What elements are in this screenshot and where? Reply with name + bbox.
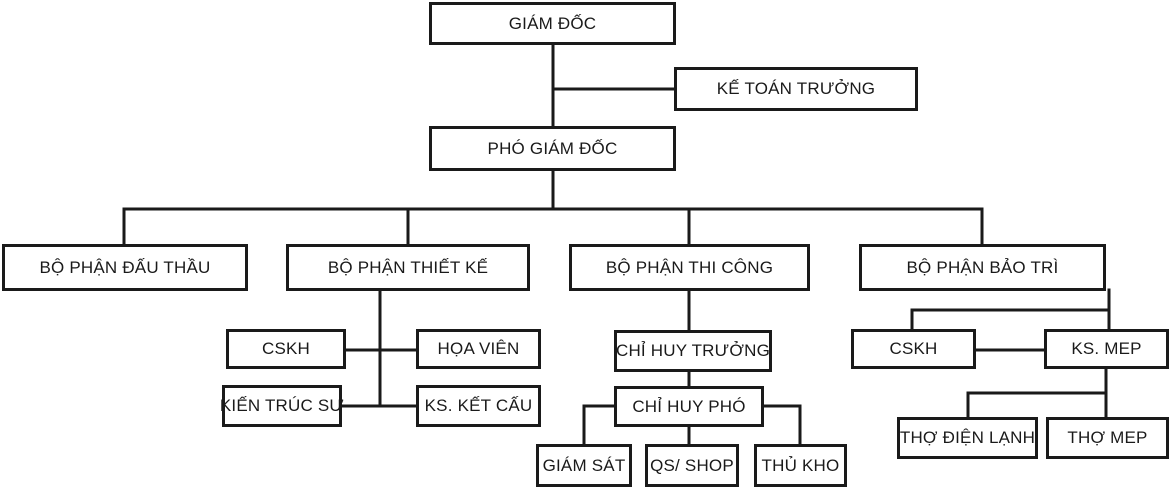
node-ks-mep: KS. MEP [1044, 329, 1169, 369]
node-ks-ket-cau: KS. KẾT CẤU [416, 385, 541, 427]
node-chi-huy-pho: CHỈ HUY PHÓ [614, 386, 764, 427]
node-cskh-thiet-ke: CSKH [226, 329, 346, 369]
node-chi-huy-truong: CHỈ HUY TRƯỞNG [614, 330, 772, 372]
node-tho-mep: THỢ MEP [1046, 417, 1169, 459]
node-thu-kho: THỦ KHO [754, 444, 847, 487]
node-kien-truc-su: KIẾN TRÚC SƯ [220, 385, 344, 427]
node-giam-sat: GIÁM SÁT [536, 444, 632, 487]
node-qs-shop: QS/ SHOP [645, 444, 739, 487]
node-bo-phan-dau-thau: BỘ PHẬN ĐẤU THẦU [2, 244, 248, 291]
node-pho-giam-doc: PHÓ GIÁM ĐỐC [429, 126, 676, 171]
node-hoa-vien: HỌA VIÊN [416, 329, 541, 369]
node-bo-phan-thi-cong: BỘ PHẬN THI CÔNG [569, 244, 810, 291]
node-bo-phan-thiet-ke: BỘ PHẬN THIẾT KẾ [286, 244, 530, 291]
node-tho-dien-lanh: THỢ ĐIỆN LẠNH [897, 417, 1038, 459]
node-giam-doc: GIÁM ĐỐC [429, 2, 676, 45]
node-ke-toan-truong: KẾ TOÁN TRƯỞNG [674, 67, 918, 111]
node-bo-phan-bao-tri: BỘ PHẬN BẢO TRÌ [859, 244, 1106, 291]
node-cskh-bao-tri: CSKH [851, 329, 976, 369]
